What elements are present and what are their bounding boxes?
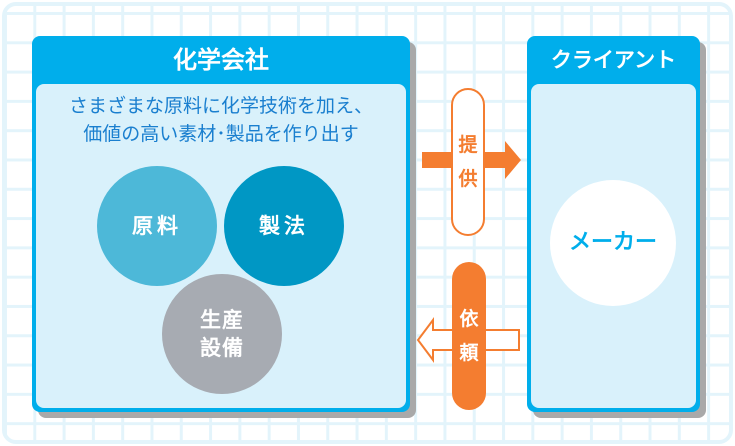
company-panel: 化学会社 さまざまな原料に化学技術を加え、 価値の高い素材･製品を作り出す	[32, 36, 410, 412]
provide-label: 提供	[451, 88, 485, 236]
circle-raw-materials: 原料	[97, 166, 217, 286]
request-label: 依頼	[452, 262, 486, 410]
description-line: 価値の高い素材･製品を作り出す	[83, 123, 359, 145]
circle-equipment: 生産設備	[162, 274, 282, 394]
company-title: 化学会社	[173, 46, 269, 74]
maker-circle: メーカー	[550, 180, 676, 306]
circle-process: 製法	[224, 166, 344, 286]
company-description: さまざまな原料に化学技術を加え、 価値の高い素材･製品を作り出す	[36, 92, 406, 148]
description-line: さまざまな原料に化学技術を加え、	[68, 95, 373, 117]
client-title: クライアント	[550, 48, 677, 72]
